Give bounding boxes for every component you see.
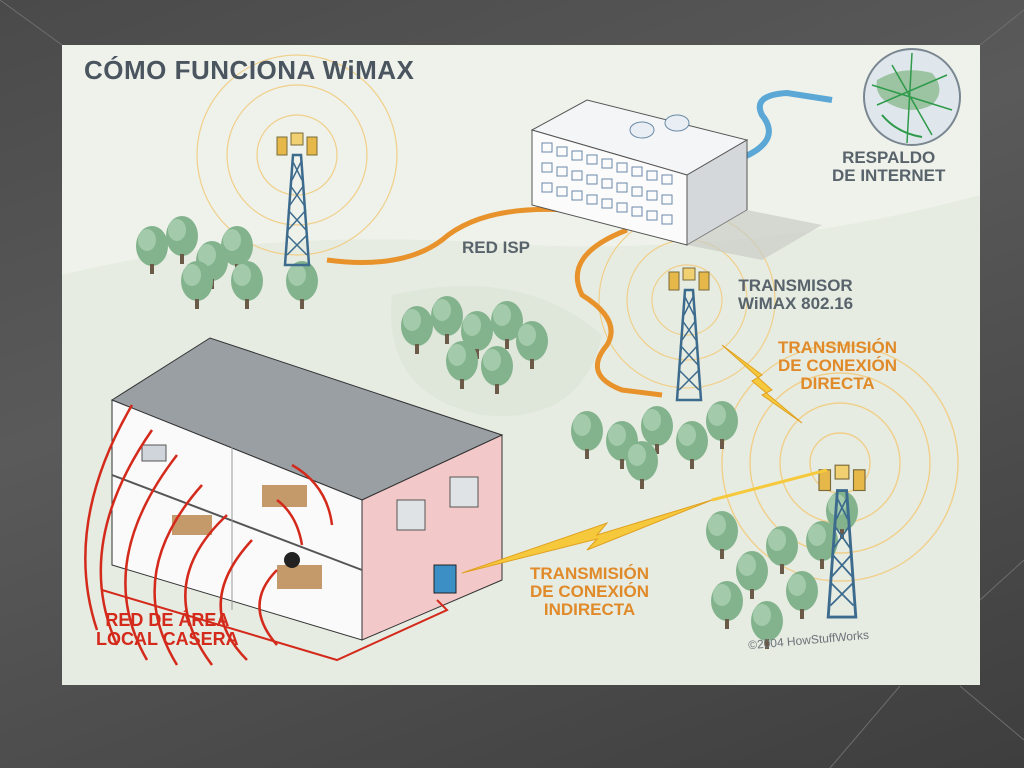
direct-transmission-line-2: DE CONEXIÓN: [778, 355, 898, 375]
internet-globe: [863, 48, 961, 146]
wimax-transmitter-label: TRANSMISOR WiMAX 802.16: [738, 277, 853, 313]
home-lan-line-1: RED DE ÁREA: [105, 610, 230, 630]
home-lan-signal: [84, 404, 334, 666]
direct-signal-bolt: [721, 344, 803, 424]
wimax-transmitter-line-2: WiMAX 802.16: [738, 293, 854, 313]
diagram-artwork: [62, 48, 980, 685]
home-lan-line-2: LOCAL CASERA: [96, 628, 239, 649]
direct-transmission-line-3: DIRECTA: [800, 373, 875, 393]
wimax-diagram: CÓMO FUNCIONA WiMAX RESPALDO DE INTERNET…: [62, 45, 980, 685]
wimax-transmitter-line-1: TRANSMISOR: [738, 276, 853, 295]
internet-backbone-line-1: RESPALDO: [842, 148, 936, 167]
isp-building: [530, 99, 822, 260]
isp-network-label: RED ISP: [462, 238, 531, 257]
internet-cable: [742, 89, 833, 160]
tower-1-signal: [196, 54, 398, 256]
direct-transmission-line-1: TRANSMISIÓN: [778, 338, 898, 357]
indirect-transmission-line-1: TRANSMISIÓN: [530, 564, 650, 583]
indirect-transmission-line-3: INDIRECTA: [543, 599, 636, 619]
indirect-transmission-line-2: DE CONEXIÓN: [530, 581, 650, 601]
diagram-title: CÓMO FUNCIONA WiMAX: [84, 55, 415, 85]
direct-transmission-label: TRANSMISIÓN DE CONEXIÓN DIRECTA: [778, 339, 897, 393]
internet-backbone-label: RESPALDO DE INTERNET: [832, 149, 945, 185]
home-lan-label: RED DE ÁREA LOCAL CASERA: [96, 611, 239, 649]
indirect-transmission-label: TRANSMISIÓN DE CONEXIÓN INDIRECTA: [530, 565, 649, 619]
isp-cable: [326, 206, 568, 265]
internet-backbone-line-2: DE INTERNET: [832, 165, 946, 185]
